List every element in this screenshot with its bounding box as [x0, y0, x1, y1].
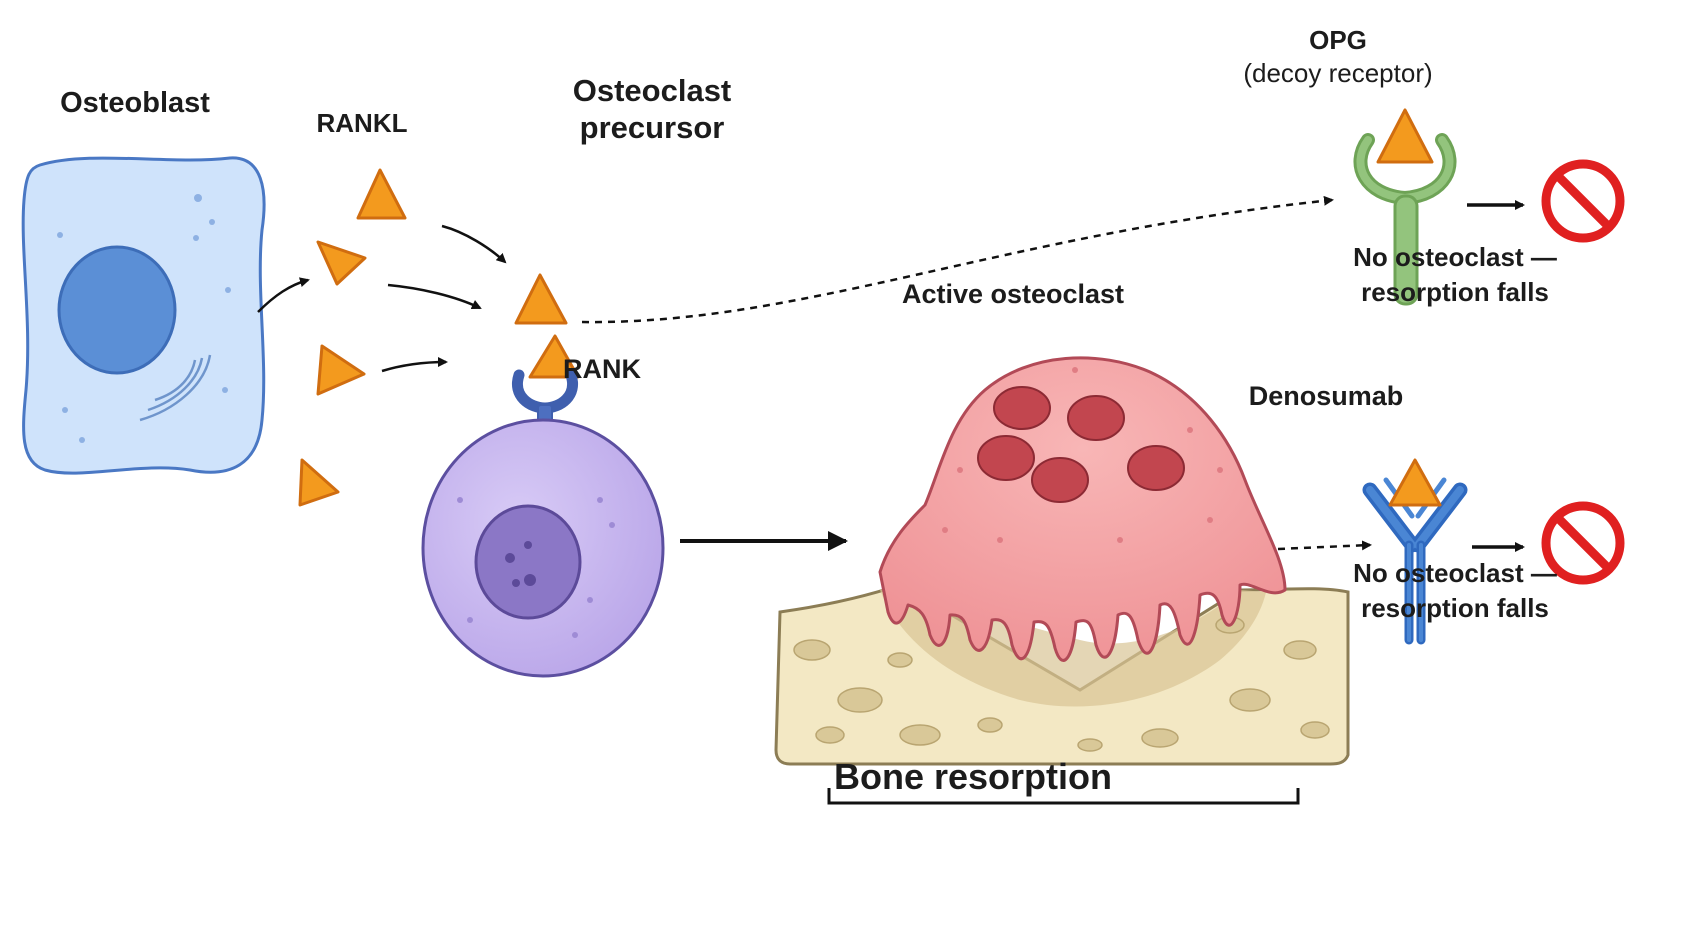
precursor-label-line1: Osteoclast [572, 73, 732, 108]
osteoblast-granules [57, 194, 231, 443]
opg-receptor-icon [1353, 108, 1457, 306]
osteoblast-label: Osteoblast [60, 87, 210, 119]
bone-resorption-bracket [827, 788, 1300, 805]
precursor-nucleus [474, 504, 582, 620]
no-osteoclast-denosumab-label: No osteoclast — resorption falls [1353, 556, 1557, 626]
no-osteoclast-opg-line2: resorption falls [1361, 277, 1549, 308]
precursor-label-line2: precursor [579, 109, 725, 145]
precursor-granules [457, 497, 615, 638]
rankl-triangle-icon [1376, 108, 1434, 164]
bone-pores [793, 616, 1330, 752]
opg-label-line2: (decoy receptor) [1243, 57, 1433, 88]
active-osteoclast-icon [878, 356, 1287, 662]
osteoblast-cell-icon [21, 156, 266, 475]
precursor-nucleoli [505, 541, 536, 587]
opg-dashed-arrow [581, 195, 1334, 324]
rankl-triangle-icon [316, 344, 366, 396]
rankl-triangle-icon [1388, 458, 1442, 507]
no-symbol-icon [1541, 159, 1625, 243]
denosumab-label: Denosumab [1248, 381, 1404, 411]
opg-label-line1: OPG [1309, 25, 1367, 55]
no-osteoclast-deno-line1: No osteoclast — [1353, 558, 1557, 588]
no-osteoclast-opg-label: No osteoclast — resorption falls [1353, 240, 1557, 310]
osteoclast-granules [942, 367, 1223, 543]
opg-label: OPG (decoy receptor) [1243, 24, 1432, 89]
active-osteoclast-label: Active osteoclast [901, 279, 1125, 309]
golgi-icon [139, 354, 212, 422]
rankl-triangle-icon [356, 168, 407, 220]
no-osteoclast-deno-line2: resorption falls [1361, 593, 1549, 624]
rank-label: RANK [563, 354, 641, 384]
osteoclast-precursor-label: Osteoclast precursor [573, 73, 732, 146]
rankl-triangles [298, 168, 580, 507]
osteoclast-nuclei [977, 386, 1185, 503]
rankl-triangle-icon [298, 458, 340, 507]
rankl-triangle-icon [528, 334, 580, 379]
no-osteoclast-opg-line1: No osteoclast — [1353, 242, 1557, 272]
bone-resorption-label: Bone resorption [833, 756, 1113, 797]
denosumab-dashed-arrow [1277, 540, 1372, 551]
no-symbol-icon [1541, 501, 1625, 585]
rankl-label: RANKL [316, 108, 408, 138]
rankl-release-arrows [257, 224, 507, 373]
rankl-triangle-icon [316, 240, 367, 286]
rankl-triangle-icon [514, 273, 568, 325]
denosumab-antibody-icon [1362, 458, 1468, 645]
osteoclast-precursor-icon [421, 418, 665, 678]
osteoblast-nucleus [57, 245, 177, 375]
